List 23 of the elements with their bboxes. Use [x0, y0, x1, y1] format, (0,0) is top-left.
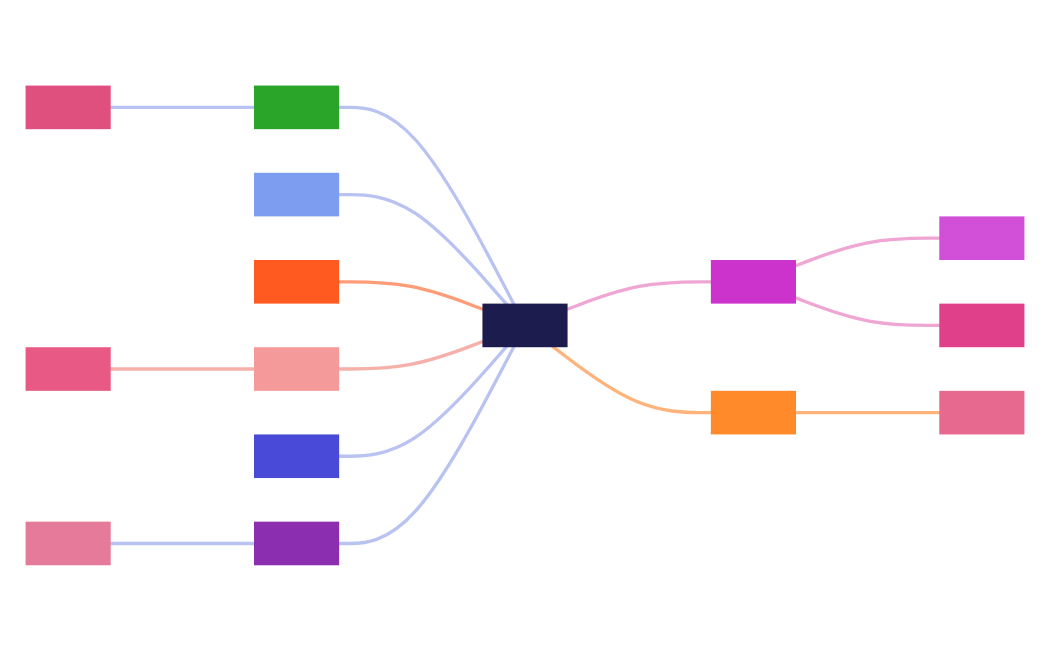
node-box — [482, 303, 568, 347]
connector — [794, 410, 941, 414]
node-box — [25, 346, 111, 391]
node-box — [254, 172, 340, 216]
node-box — [254, 521, 340, 565]
node-box — [939, 390, 1025, 435]
connector — [794, 295, 941, 327]
node-box — [254, 346, 340, 391]
connector — [109, 105, 256, 109]
node-box — [254, 434, 340, 478]
node-box — [710, 390, 796, 435]
node-box — [939, 216, 1025, 260]
node-box — [25, 521, 111, 565]
connector — [109, 366, 256, 371]
node-box — [939, 303, 1025, 347]
node-box — [254, 259, 340, 304]
connector — [338, 105, 516, 305]
node-box — [25, 85, 111, 129]
connector — [794, 236, 941, 268]
node-box — [254, 85, 340, 129]
connector — [338, 345, 516, 545]
node-box — [710, 259, 796, 304]
connector — [109, 541, 256, 545]
